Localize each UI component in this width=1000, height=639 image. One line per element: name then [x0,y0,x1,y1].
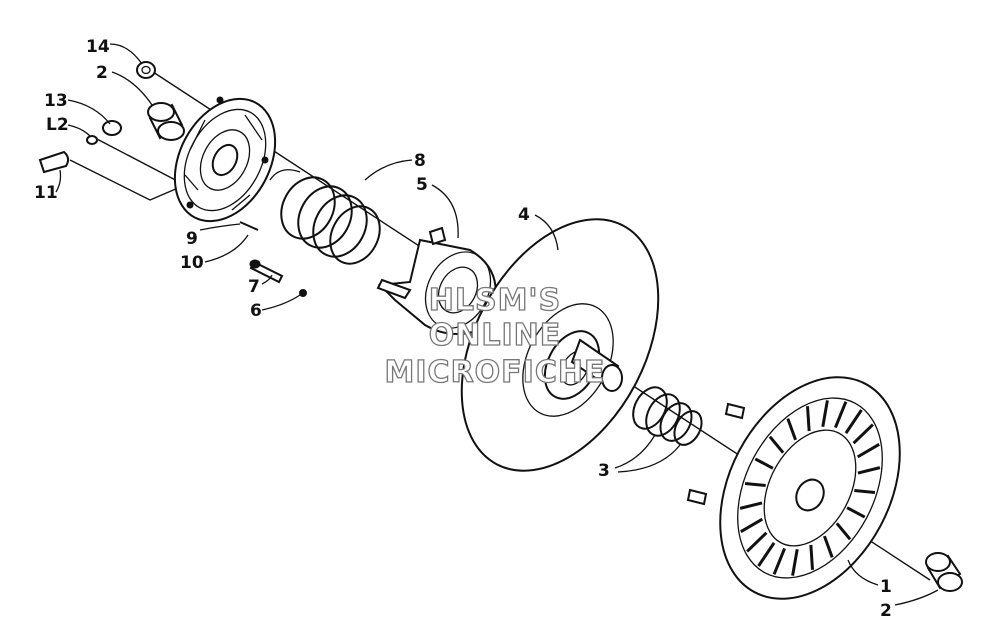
fixed-sheave-part-1 [686,376,901,600]
cam-part-5 [376,226,497,335]
nut-part-14 [136,61,156,79]
cooling-fin [854,489,876,495]
label-2-bottom: 2 [880,601,892,621]
cooling-fin [746,531,768,553]
label-9: 9 [186,229,198,249]
label-2-top: 2 [96,63,108,83]
bolt-part-7 [249,259,284,284]
leader-10 [204,234,249,263]
label-8: 8 [414,151,426,171]
label-7: 7 [248,277,260,297]
cooling-fin [835,522,852,541]
sheave-cooling-fins [739,400,881,576]
leader-6 [261,294,301,311]
leader-1 [847,559,879,586]
cooling-fin [806,406,811,432]
leader-3a [614,434,656,469]
leader-4 [534,214,559,251]
cooling-fin [821,400,829,428]
watermark-line-2: ONLINE [429,318,562,353]
leader-7 [261,274,273,285]
pin-part-11 [38,150,70,174]
cooling-fin [754,457,774,470]
spring-part-3 [632,386,703,446]
cooling-fin [844,409,863,434]
cooling-fin [856,443,880,459]
bushing-part-2-bottom [925,552,963,592]
cooling-fin [857,466,881,475]
label-11: 11 [34,183,58,203]
cooling-fin [739,501,763,510]
bushing-part-2-top [147,102,185,141]
cooling-fin [772,547,786,575]
leader-12 [67,124,91,137]
label-1: 1 [880,577,892,597]
spider-cover-plate [173,96,277,223]
label-3: 3 [598,461,610,481]
label-13: 13 [44,91,68,111]
cooling-fin [740,517,764,533]
cooling-fin [852,423,874,445]
leader-8 [364,159,413,181]
leader-14 [109,43,143,65]
cooling-fin [809,544,814,570]
watermark-line-1: HLSM'S [429,283,561,318]
leader-2-bottom [894,589,939,606]
label-5: 5 [416,175,428,195]
leader-13 [67,99,111,125]
label-12: L2 [46,115,69,135]
label-10: 10 [180,253,204,273]
watermark: HLSM'S ONLINE MICROFICHE [384,282,606,390]
spring-part-8 [269,169,381,265]
cooling-fin [834,401,848,429]
cooling-fin [846,506,866,519]
axis-leader-11 [69,159,186,201]
label-4: 4 [518,205,530,225]
washer-part-13 [102,120,122,136]
axis-leader-12 [94,137,186,186]
nut-part-6 [299,289,307,297]
cooling-fin [768,435,785,454]
screw-part-9 [239,221,259,231]
moveable-sheave-part-4 [460,218,660,472]
leader-5 [431,184,459,239]
leader-3b [617,444,681,473]
nut-part-12 [86,135,98,145]
watermark-line-3: MICROFICHE [385,355,606,390]
cooling-fin [786,418,797,441]
label-14: 14 [86,37,110,57]
label-6: 6 [250,301,262,321]
leader-2-top [111,71,153,106]
cooling-fin [757,542,776,567]
leader-9 [199,223,241,231]
cooling-fin [823,535,834,558]
leader-11 [55,169,62,193]
cooling-fin [791,548,799,576]
cooling-fin [744,481,766,487]
